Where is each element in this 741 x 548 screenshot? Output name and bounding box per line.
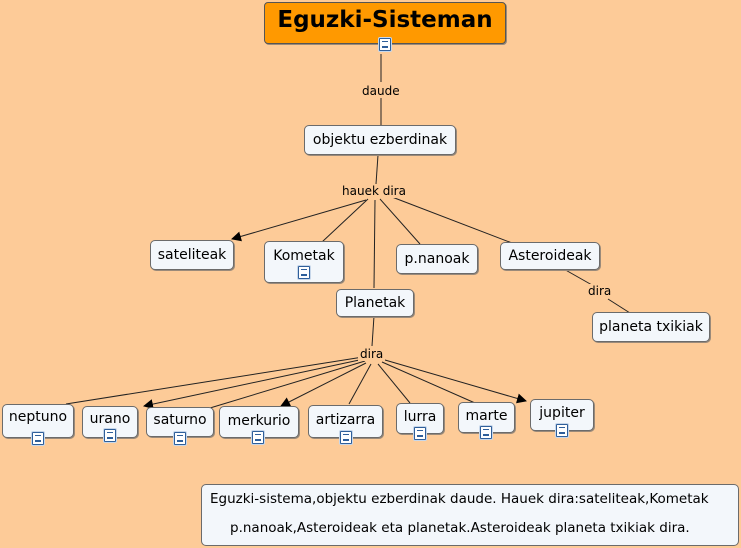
document-icon[interactable] [32, 432, 44, 445]
concept-label: merkurio [227, 413, 291, 429]
concept-label: objektu ezberdinak [312, 132, 448, 148]
concept-lurra[interactable]: lurra [396, 403, 444, 440]
note-line-1: Eguzki-sistema,objektu ezberdinak daude.… [210, 491, 709, 507]
summary-note[interactable]: Eguzki-sistema,objektu ezberdinak daude.… [201, 484, 739, 546]
concept-label: lurra [403, 409, 437, 425]
concept-label: Asteroideak [508, 248, 592, 264]
concept-jupiter[interactable]: jupiter [530, 399, 594, 437]
edge-hauek-sateliteak [231, 199, 367, 242]
concept-saturno[interactable]: saturno [146, 407, 214, 445]
document-icon[interactable] [556, 424, 568, 437]
concept-urano[interactable]: urano [82, 406, 138, 442]
edge-hauek-pnanoak [379, 198, 421, 245]
edge-dira-neptuno [65, 356, 364, 405]
concept-label: Planetak [344, 295, 406, 311]
document-icon[interactable] [414, 427, 426, 440]
edge-dira-artizarra [348, 363, 372, 405]
edge-dira-lurra [377, 363, 411, 404]
concept-marte[interactable]: marte [458, 402, 515, 439]
concept-label: sateliteak [157, 247, 227, 263]
concept-planetak[interactable]: Planetak [336, 289, 414, 317]
edge-dira-merkurio [280, 362, 367, 407]
concept-label: urano [89, 411, 131, 427]
edge-asteroideak-dira [561, 267, 593, 286]
edge-planetak-dira [371, 315, 375, 347]
concept-label: Kometak [273, 248, 335, 264]
edge-hauek-asteroideak [391, 196, 513, 244]
concept-planeta-txikiak[interactable]: planeta txikiak [592, 312, 710, 342]
document-icon[interactable] [298, 266, 310, 279]
document-icon[interactable] [104, 429, 116, 442]
document-icon[interactable] [174, 432, 186, 445]
document-icon[interactable] [340, 431, 352, 444]
link-dira-asteroideak[interactable]: dira [586, 284, 614, 298]
concept-kometak[interactable]: Kometak [264, 241, 344, 283]
root-concept[interactable]: Eguzki-Sisteman [264, 2, 506, 51]
edge-dira-jupiter [384, 359, 527, 404]
concept-neptuno[interactable]: neptuno [2, 404, 74, 445]
concept-sateliteak[interactable]: sateliteak [150, 240, 234, 270]
concept-label: marte [465, 408, 508, 424]
root-label: Eguzki-Sisteman [277, 7, 493, 33]
concept-label: planeta txikiak [599, 319, 703, 335]
concept-label: artizarra [315, 412, 376, 428]
edge-objektu-hauek [375, 154, 379, 185]
edge-dira-marte [381, 361, 476, 404]
concept-label: neptuno [8, 409, 68, 425]
concept-label: p.nanoak [404, 251, 470, 267]
concept-asteroideak[interactable]: Asteroideak [500, 242, 600, 270]
edge-dira-planeta-txikiak [607, 298, 631, 314]
concept-objektu-ezberdinak[interactable]: objektu ezberdinak [304, 125, 456, 155]
edge-dira-urano [143, 358, 365, 410]
link-daude[interactable]: daude [360, 84, 402, 98]
concept-merkurio[interactable]: merkurio [219, 406, 299, 444]
concept-artizarra[interactable]: artizarra [308, 405, 383, 444]
link-hauek-dira[interactable]: hauek dira [340, 184, 408, 198]
document-icon[interactable] [480, 426, 492, 439]
document-icon[interactable] [252, 431, 264, 444]
note-line-2: p.nanoak,Asteroideak eta planetak.Astero… [230, 520, 690, 536]
concept-label: jupiter [539, 405, 585, 421]
edge-dira-saturno [209, 360, 366, 409]
edge-hauek-kometak [321, 198, 369, 243]
link-dira-planetak[interactable]: dira [358, 347, 386, 361]
concept-label: saturno [153, 412, 207, 428]
document-icon[interactable] [379, 38, 391, 51]
concept-pnanoak[interactable]: p.nanoak [396, 244, 478, 274]
edge-hauek-planetak [373, 199, 376, 289]
